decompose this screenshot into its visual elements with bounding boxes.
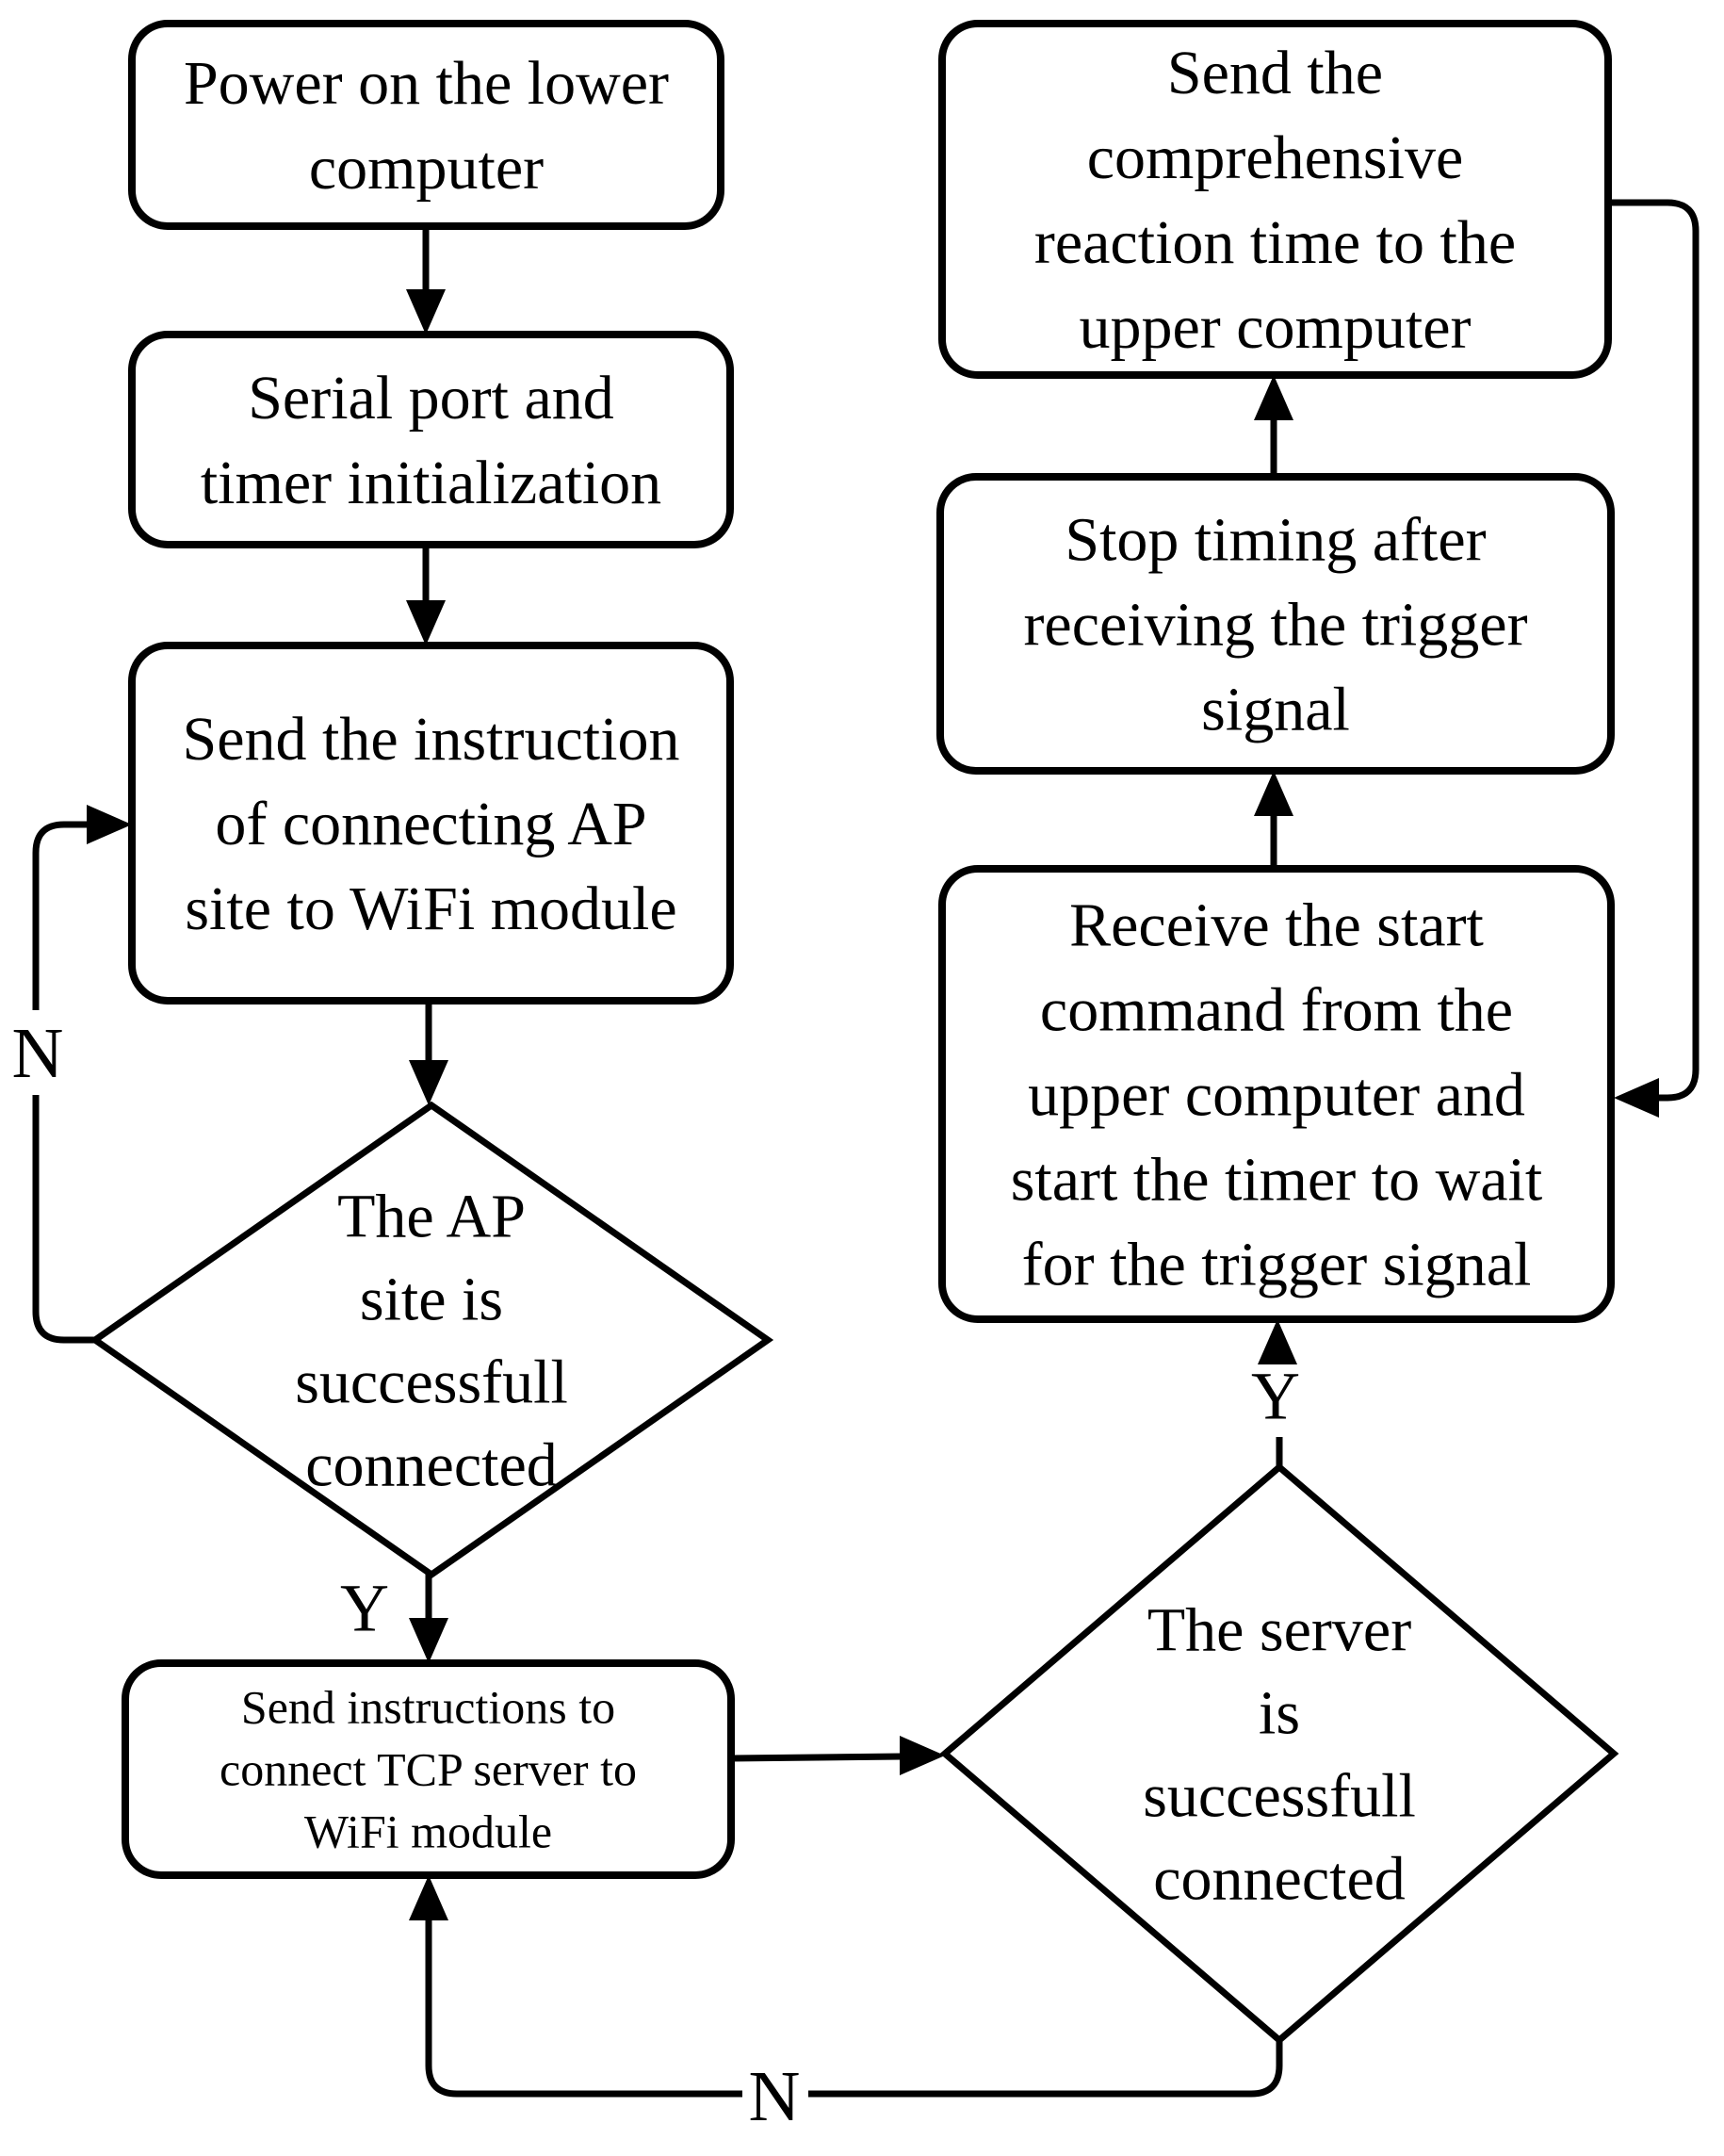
node-label-line: of connecting AP [215,790,646,858]
node-server-connected-diamond [939,1462,1619,2045]
node-label-line: for the trigger signal [1022,1230,1532,1298]
edge-label-ap-no: N [12,1014,64,1093]
edge-label-ap-yes: Y [340,1570,389,1645]
node-label-line: start the timer to wait [1011,1145,1543,1214]
node-send-reaction-label: Send the comprehensive reaction time to th… [1034,39,1516,362]
edge-reaction-loop [1608,199,1700,1102]
node-label-line: upper computer and [1028,1060,1525,1129]
node-label-line: signal [1201,675,1350,743]
node-label-line: comprehensive [1087,123,1464,192]
node-label-line: successfull [1143,1761,1416,1830]
node-label-line: Stop timing after [1065,505,1486,574]
node-stop-timing-box [936,473,1615,775]
node-label-line: Power on the lower [184,49,669,118]
node-label-line: Send the [1167,39,1383,107]
node-stop-timing-label: Stop timing after receiving the trigger si… [1023,505,1527,743]
node-label-line: site is [360,1265,503,1333]
arrowhead-server-no [409,1875,448,1920]
node-label-line: upper computer [1079,293,1471,362]
node-label-line: site to WiFi module [185,874,676,943]
node-label-line: timer initialization [201,449,661,517]
node-server-connected: The server is successfull connected [939,1462,1619,2045]
node-label-line: Send instructions to [241,1681,615,1734]
node-label-line: command from the [1040,975,1513,1044]
node-receive-start: Receive the start command from the upper c… [938,865,1615,1323]
edge-ap-no-lower [32,1095,95,1344]
node-send-ap-box [128,642,734,1004]
arrowhead-apdiamond-to-tcp [409,1618,448,1663]
node-receive-start-label: Receive the start command from the upper c… [1011,890,1543,1298]
node-send-reaction-box [938,20,1612,379]
node-label-line: connected [305,1430,558,1499]
node-serial-init-label: Serial port and timer initialization [201,364,661,517]
node-label-line: reaction time to the [1034,208,1516,277]
node-send-ap: Send the instruction of connecting AP site… [128,642,734,1004]
node-label-line: The AP [337,1182,526,1250]
edge-label-server-yes: Y [1251,1358,1300,1433]
node-label-line: computer [309,134,544,203]
arrowhead-reaction-loop [1614,1078,1659,1118]
node-send-tcp: Send instructions to connect TCP server t… [122,1659,735,1879]
arrowhead-stop-to-send [1254,375,1293,420]
node-label-line: receiving the trigger [1023,590,1527,659]
node-server-connected-label: The server is successfull connected [1143,1595,1416,1913]
node-label-line: Serial port and [248,364,614,433]
edge-label-server-no: N [749,2057,801,2136]
node-power-on-box [128,20,724,230]
node-power-on: Power on the lower computer [128,20,724,230]
edge-server-no-right [808,2040,1283,2098]
node-label-line: connected [1153,1844,1406,1913]
edge-tcp-to-serverdiamond [730,1753,903,1762]
node-label-line: Send the instruction [183,705,680,774]
arrowhead-receive-to-stop [1254,771,1293,816]
arrowhead-server-to-receive [1258,1319,1297,1364]
node-label-line: connect TCP server to [220,1743,637,1796]
arrowhead-tcp-to-serverdiamond [900,1736,945,1775]
node-serial-init: Serial port and timer initialization [128,331,734,548]
node-send-ap-label: Send the instruction of connecting AP site… [183,705,680,943]
node-power-on-label: Power on the lower computer [184,49,669,203]
node-send-tcp-box [122,1659,735,1879]
node-send-tcp-label: Send instructions to connect TCP server t… [220,1681,637,1858]
node-send-reaction: Send the comprehensive reaction time to th… [938,20,1612,379]
node-ap-connected-diamond [89,1101,774,1579]
node-receive-start-box [938,865,1615,1323]
node-label-line: Receive the start [1069,890,1484,959]
node-serial-init-box [128,331,734,548]
edge-server-no-left [425,1919,742,2098]
edge-ap-no-upper [32,821,89,1010]
node-label-line: is [1259,1678,1300,1747]
arrowhead-serial-to-sendap [406,600,446,645]
node-label-line: successfull [295,1348,568,1416]
node-label-line: WiFi module [304,1805,552,1858]
arrowhead-ap-no [87,805,132,844]
node-ap-connected: The AP site is successfull connected [89,1101,774,1579]
arrowhead-sendap-to-apdiamond [409,1060,448,1105]
node-label-line: The server [1147,1595,1411,1664]
node-stop-timing: Stop timing after receiving the trigger si… [936,473,1615,775]
node-ap-connected-label: The AP site is successfull connected [295,1182,568,1499]
arrowhead-power-to-serial [406,289,446,335]
